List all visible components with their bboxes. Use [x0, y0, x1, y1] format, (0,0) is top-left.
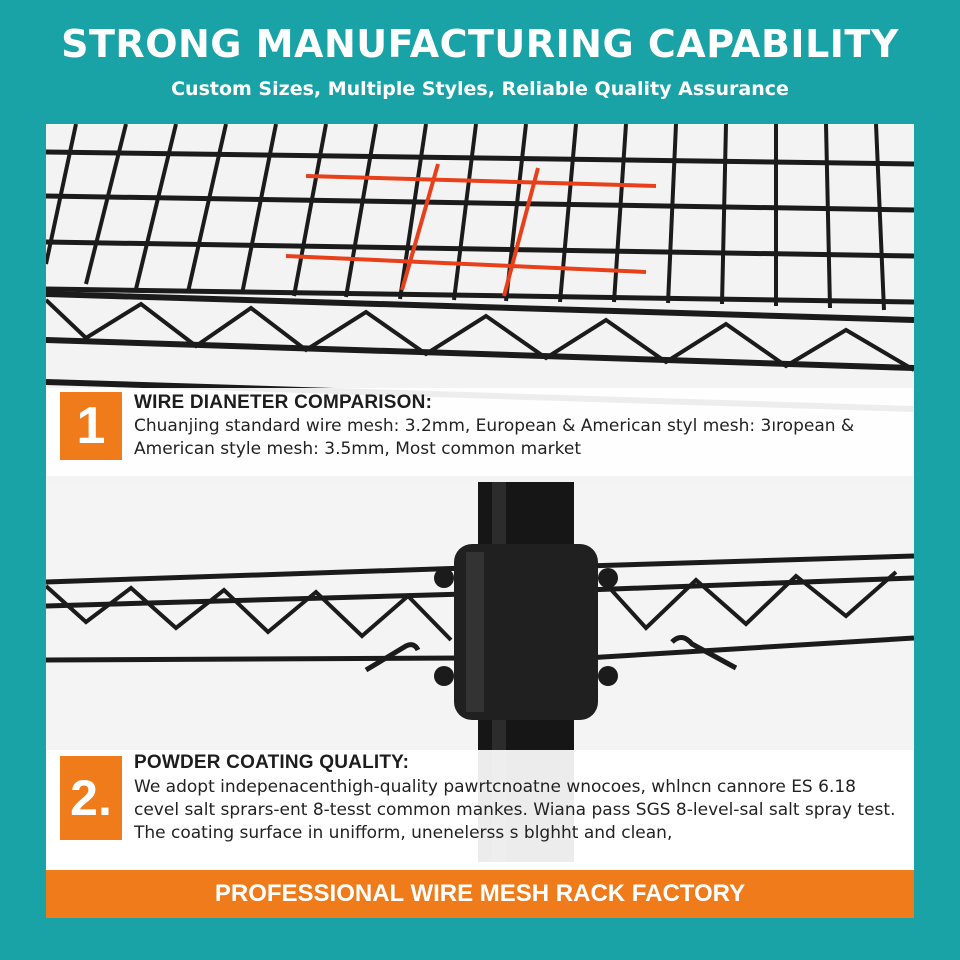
wire-mesh-photo: [46, 124, 914, 484]
feature-2-title: POWDER COATING QUALITY:: [134, 752, 410, 773]
page-title: STRONG MANUFACTURING CAPABILITY: [61, 22, 899, 66]
feature-1-band: [46, 388, 914, 476]
content-panel: 1 WIRE DIANETER COMPARISON: Chuanjing st…: [46, 124, 914, 918]
feature-1-number: 1: [60, 392, 122, 460]
feature-2-description: We adopt indepenacenthigh-quality pawrtc…: [134, 777, 896, 843]
feature-1-description: Chuanjing standard wire mesh: 3.2mm, Eur…: [134, 416, 855, 459]
feature-2-number: 2.: [60, 756, 122, 840]
feature-1-title: WIRE DIANETER COMPARISON:: [134, 392, 433, 413]
page-subtitle: Custom Sizes, Multiple Styles, Reliable …: [171, 78, 789, 100]
feature-2-band: [46, 750, 914, 862]
highlight-grid: [285, 163, 657, 297]
footer-banner: PROFESSIONAL WIRE MESH RACK FACTORY: [46, 870, 914, 918]
